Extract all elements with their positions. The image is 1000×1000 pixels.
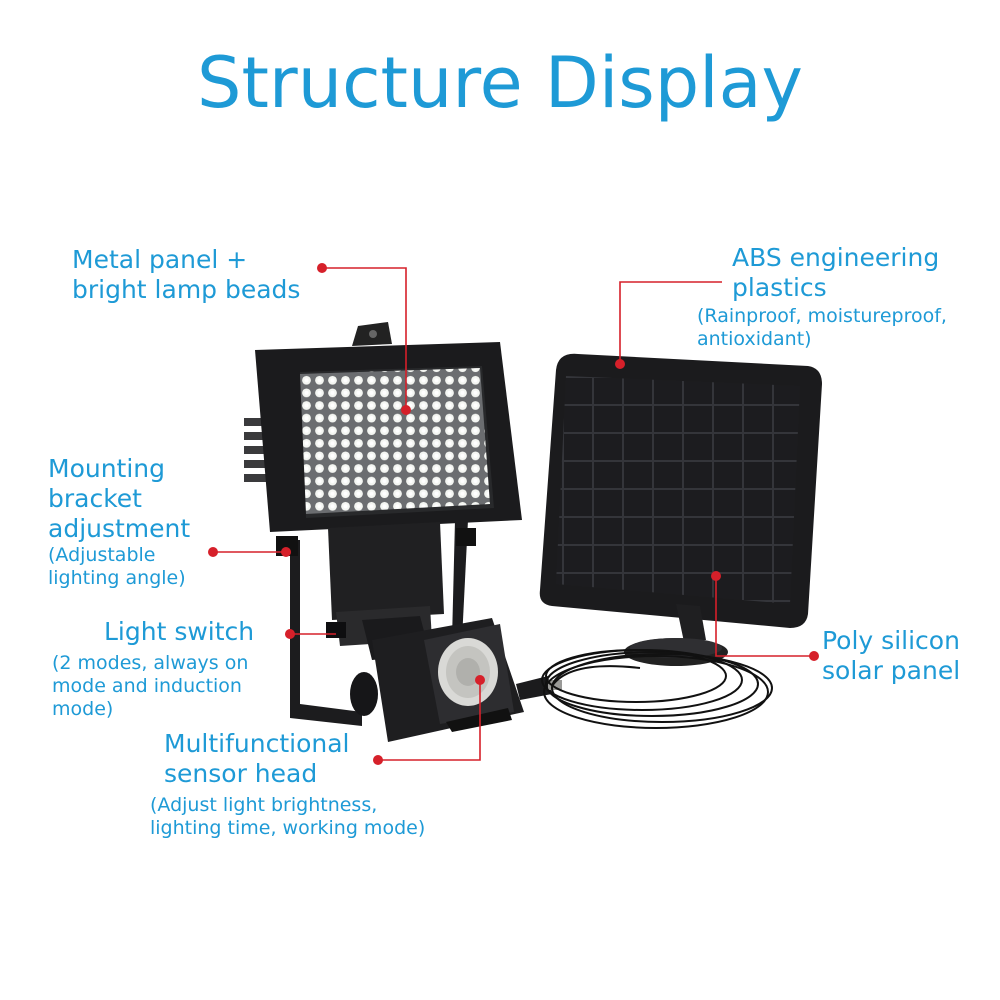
label-light-switch: Light switch (104, 617, 255, 646)
dot-solar-cells (711, 571, 721, 581)
callouts (213, 267, 814, 761)
label-abs-note: (Rainproof, moistureproof, antioxidant) (697, 305, 947, 350)
cable-coil (541, 649, 773, 729)
dot-solar-label (809, 651, 819, 661)
label-sensor-head: Multifunctional sensor head (164, 729, 350, 788)
label-mounting-bracket: Mounting bracket adjustment (Adjustable … (48, 454, 191, 589)
dot-mounting (208, 547, 218, 557)
solar-cells (556, 376, 800, 604)
led-panel (300, 368, 490, 514)
mounting-bracket (276, 520, 476, 726)
page-title: Structure Display (197, 42, 803, 124)
heat-sink (244, 418, 266, 482)
dot-sensor-label (373, 755, 383, 765)
label-metal-panel: Metal panel + bright lamp beads (72, 245, 301, 304)
light-switch-knob (326, 622, 346, 638)
dot-bracket (281, 547, 291, 557)
callout-dots (208, 263, 819, 765)
label-sensor-head-note: (Adjust light brightness, lighting time,… (150, 794, 426, 839)
label-light-switch-note: (2 modes, always on mode and induction m… (52, 652, 249, 720)
dot-sensor-head (475, 675, 485, 685)
dot-switch (285, 629, 295, 639)
label-abs-plastics: ABS engineering plastics (732, 243, 940, 302)
lamp-body (328, 522, 444, 620)
flood-light (244, 322, 562, 742)
dot-metal-panel (317, 263, 327, 273)
solar-panel-unit (539, 353, 822, 729)
label-solar-panel: Poly silicon solar panel (822, 626, 961, 685)
dot-led-panel (401, 405, 411, 415)
dot-abs (615, 359, 625, 369)
solar-stand (676, 604, 706, 642)
